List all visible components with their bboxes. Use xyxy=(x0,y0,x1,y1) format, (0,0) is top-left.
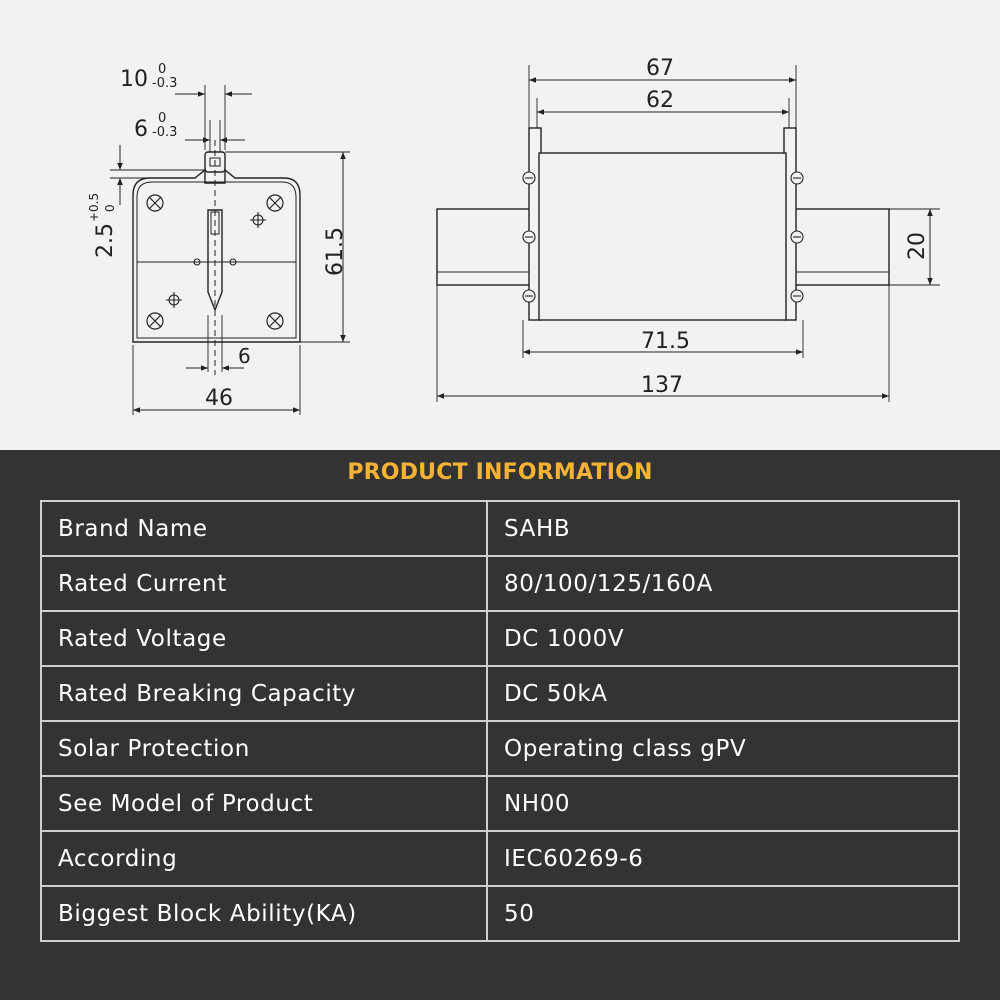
row-label: According xyxy=(40,830,488,887)
front-body-outline xyxy=(132,168,301,343)
dim-top-width: 10 xyxy=(120,67,148,92)
row-label: Rated Voltage xyxy=(40,610,488,667)
dim-blade-height: 20 xyxy=(905,232,930,260)
front-hole-icons xyxy=(166,212,266,308)
table-row: According IEC60269-6 xyxy=(40,830,960,887)
dim-top-tol-upper: 0 xyxy=(158,62,166,77)
side-view xyxy=(436,65,940,402)
dim-slot-width: 6 xyxy=(134,117,148,142)
row-value: DC 1000V xyxy=(486,610,960,667)
side-body xyxy=(538,152,787,321)
drawing-svg: 10 0 -0.3 6 0 -0.3 2.5 +0.5 0 61.5 6 46 xyxy=(87,56,940,415)
front-center-blade xyxy=(207,209,223,312)
table-row: Rated Breaking Capacity DC 50kA xyxy=(40,665,960,722)
front-view xyxy=(110,85,350,415)
row-value: DC 50kA xyxy=(486,665,960,722)
table-row: Biggest Block Ability(KA) 50 xyxy=(40,885,960,942)
table-row: Rated Current 80/100/125/160A xyxy=(40,555,960,612)
table-row: Brand Name SAHB xyxy=(40,500,960,557)
front-screw-icons xyxy=(146,194,284,330)
spec-table-body: Brand Name SAHB Rated Current 80/100/125… xyxy=(40,500,960,942)
dim-left-tol-lower: 0 xyxy=(103,204,117,212)
dim-slot-tol-upper: 0 xyxy=(158,111,166,126)
row-value: Operating class gPV xyxy=(486,720,960,777)
front-dimension-labels: 10 0 -0.3 6 0 -0.3 2.5 +0.5 0 61.5 6 46 xyxy=(87,62,348,411)
dim-top-tol-lower: -0.3 xyxy=(152,76,177,91)
dim-slot-tol-lower: -0.3 xyxy=(152,125,177,140)
side-dimension-labels: 67 62 20 71.5 137 xyxy=(641,56,930,398)
technical-drawing: 10 0 -0.3 6 0 -0.3 2.5 +0.5 0 61.5 6 46 xyxy=(0,0,1000,450)
row-label: Brand Name xyxy=(40,500,488,557)
row-value: 80/100/125/160A xyxy=(486,555,960,612)
row-label: Biggest Block Ability(KA) xyxy=(40,885,488,942)
product-information-panel: PRODUCT INFORMATION Brand Name SAHB Rate… xyxy=(0,450,1000,1000)
row-value: SAHB xyxy=(486,500,960,557)
table-row: Solar Protection Operating class gPV xyxy=(40,720,960,777)
dim-left-tol-upper: +0.5 xyxy=(87,193,101,222)
row-value: NH00 xyxy=(486,775,960,832)
table-row: See Model of Product NH00 xyxy=(40,775,960,832)
table-row: Rated Voltage DC 1000V xyxy=(40,610,960,667)
row-label: See Model of Product xyxy=(40,775,488,832)
spec-table: Brand Name SAHB Rated Current 80/100/125… xyxy=(40,500,960,942)
dim-inner: 62 xyxy=(646,88,674,113)
row-value: 50 xyxy=(486,885,960,942)
row-label: Rated Breaking Capacity xyxy=(40,665,488,722)
dim-blade-width: 6 xyxy=(238,344,251,368)
dim-height: 61.5 xyxy=(323,227,348,276)
dim-outer: 67 xyxy=(646,56,674,81)
dim-left-height: 2.5 xyxy=(93,223,118,258)
row-value: IEC60269-6 xyxy=(486,830,960,887)
side-screw-icons xyxy=(522,171,804,303)
dim-body: 71.5 xyxy=(641,329,690,354)
row-label: Rated Current xyxy=(40,555,488,612)
row-label: Solar Protection xyxy=(40,720,488,777)
dim-width: 46 xyxy=(205,386,233,411)
dim-total: 137 xyxy=(641,373,683,398)
front-body-inner xyxy=(136,181,297,339)
info-title: PRODUCT INFORMATION xyxy=(347,460,653,485)
